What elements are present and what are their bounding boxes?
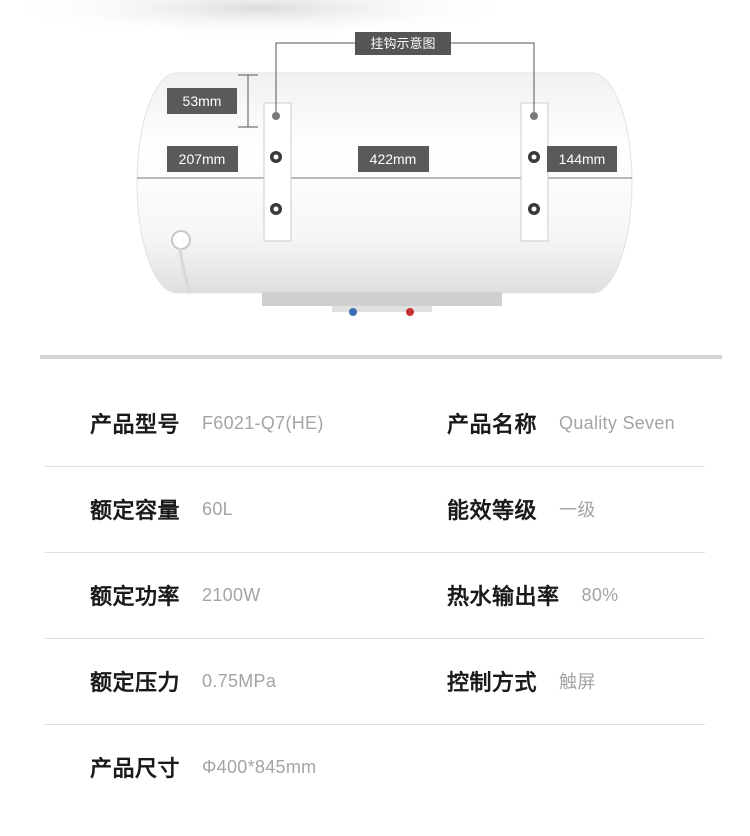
spec-item: 产品名称 Quality Seven — [447, 380, 675, 466]
spec-label: 产品尺寸 — [90, 756, 181, 781]
spec-value: 一级 — [559, 500, 596, 520]
spec-item: 额定容量 60L — [90, 466, 233, 552]
spec-item: 产品型号 F6021-Q7(HE) — [90, 380, 324, 466]
spec-value: 80% — [581, 584, 619, 605]
spec-value: 0.75MPa — [202, 670, 277, 691]
power-cable — [171, 230, 192, 293]
spec-row: 额定压力 0.75MPa 控制方式 触屏 — [45, 638, 705, 725]
spec-value: 触屏 — [559, 672, 596, 692]
spec-row: 产品型号 F6021-Q7(HE) 产品名称 Quality Seven — [45, 380, 705, 467]
right-hook-bracket — [520, 102, 549, 242]
spec-value: Quality Seven — [559, 412, 675, 433]
spec-row: 额定功率 2100W 热水输出率 80% — [45, 552, 705, 639]
diagram-title: 挂钩示意图 — [370, 36, 435, 52]
spec-label: 控制方式 — [447, 670, 538, 695]
spec-row: 额定容量 60L 能效等级 一级 — [45, 466, 705, 553]
spec-label: 产品型号 — [90, 412, 181, 437]
spec-value: 2100W — [202, 584, 261, 605]
spec-row: 产品尺寸 Φ400*845mm — [45, 724, 705, 810]
spec-label: 热水输出率 — [447, 584, 560, 609]
spec-item: 产品尺寸 Φ400*845mm — [90, 724, 316, 810]
left-hook-bracket — [263, 102, 292, 242]
dim-hook-spacing: 422mm — [370, 151, 417, 167]
spec-value: F6021-Q7(HE) — [202, 412, 324, 433]
section-divider — [40, 355, 722, 359]
spec-label: 额定容量 — [90, 498, 181, 523]
spec-item: 能效等级 一级 — [447, 466, 596, 552]
dim-top-offset: 53mm — [183, 93, 222, 109]
spec-value: Φ400*845mm — [202, 756, 317, 777]
spec-label: 额定功率 — [90, 584, 181, 609]
heater-hook-diagram: 挂钩示意图 53mm 207mm 422mm 144mm — [0, 0, 633, 316]
background-shadow — [0, 0, 520, 38]
spec-item: 额定功率 2100W — [90, 552, 261, 638]
spec-label: 额定压力 — [90, 670, 181, 695]
spec-label: 能效等级 — [447, 498, 538, 523]
spec-value: 60L — [202, 498, 233, 519]
dim-right-offset: 144mm — [559, 151, 606, 167]
spec-label: 产品名称 — [447, 412, 538, 437]
spec-item: 热水输出率 80% — [447, 552, 618, 638]
dim-left-offset: 207mm — [179, 151, 226, 167]
spec-item: 控制方式 触屏 — [447, 638, 596, 724]
bottom-panel — [262, 292, 502, 306]
spec-item: 额定压力 0.75MPa — [90, 638, 276, 724]
